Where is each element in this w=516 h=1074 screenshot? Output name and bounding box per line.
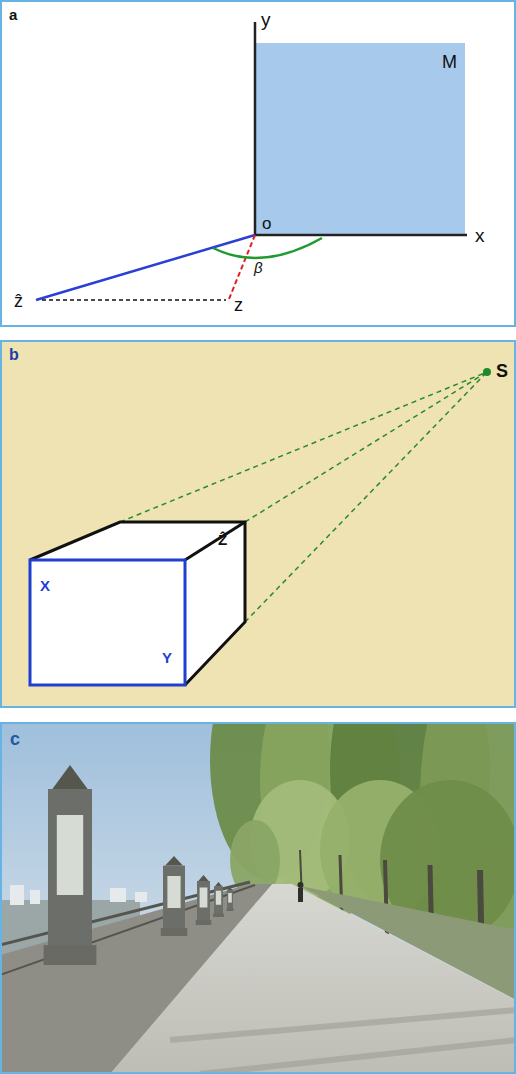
point-label: S	[496, 362, 508, 380]
person	[298, 888, 303, 902]
axis-label: X	[40, 578, 50, 593]
lamp-cap	[52, 765, 87, 789]
panel-ground	[0, 0, 516, 327]
lamp-glass	[228, 893, 232, 903]
x-axis	[255, 234, 467, 237]
panel-ground	[0, 340, 516, 708]
lamp-post	[48, 789, 92, 965]
lamp-glass	[57, 815, 83, 895]
axis-label: Ẑ	[218, 532, 227, 547]
origin-label: o	[262, 215, 271, 232]
cube-front-edge	[30, 560, 185, 685]
panel-letter: b	[9, 347, 19, 363]
panel-letter: c	[10, 730, 20, 748]
plane-m	[255, 43, 465, 235]
railing	[2, 885, 255, 975]
distant-building	[110, 888, 126, 902]
cube-front	[30, 560, 185, 685]
shadow	[200, 1040, 514, 1072]
plane-box: M	[257, 45, 467, 237]
distant-building	[10, 885, 24, 905]
panel: aM	[0, 0, 516, 327]
panel-letter: a	[9, 7, 17, 22]
axis-label: ẑ	[14, 292, 23, 310]
lamp-base	[44, 945, 97, 965]
vanishing-point	[483, 368, 491, 376]
person	[298, 882, 304, 888]
vanishing-line	[245, 372, 487, 522]
lamp-cap	[228, 887, 233, 890]
panel: c	[0, 722, 516, 1074]
z-axis	[229, 235, 255, 299]
plane-label: M	[442, 53, 457, 71]
cube-figure	[30, 368, 491, 685]
axis-label: z	[234, 296, 243, 314]
lamp-cap	[198, 875, 208, 881]
distant-building	[135, 892, 147, 902]
shadow	[170, 1010, 514, 1040]
lamp-base	[161, 928, 187, 936]
projection-line	[42, 299, 226, 301]
vanishing-line	[120, 372, 487, 522]
lamp-post	[227, 890, 233, 911]
panel: b	[0, 340, 516, 708]
cube-side	[185, 522, 245, 685]
railing	[2, 882, 250, 945]
lamp-base	[213, 914, 224, 918]
angle-label: β	[254, 260, 263, 275]
lamp-base	[226, 909, 233, 911]
photo	[2, 724, 514, 1072]
lamp-cap	[215, 882, 222, 886]
lamp-glass	[200, 888, 208, 908]
tree-trunk	[340, 855, 342, 918]
cube-edge	[30, 522, 245, 685]
vanishing-line	[245, 372, 487, 622]
axis-label: x	[475, 226, 485, 245]
cube-edge	[185, 522, 245, 560]
lamp-glass	[216, 891, 221, 905]
axes-figure	[36, 22, 467, 300]
projected-z-axis	[36, 235, 255, 300]
distant-building	[30, 890, 40, 904]
lamp-glass	[167, 876, 180, 908]
lamp-post	[214, 886, 223, 917]
y-axis	[254, 22, 257, 235]
axis-label: y	[261, 10, 271, 29]
lamp-post	[163, 866, 185, 936]
axis-label: Y	[162, 650, 172, 665]
river-wall	[2, 884, 272, 1072]
lamp-post	[197, 881, 210, 925]
lamp-base	[196, 920, 212, 925]
lamp-cap	[165, 856, 183, 866]
angle-arc	[213, 238, 322, 258]
